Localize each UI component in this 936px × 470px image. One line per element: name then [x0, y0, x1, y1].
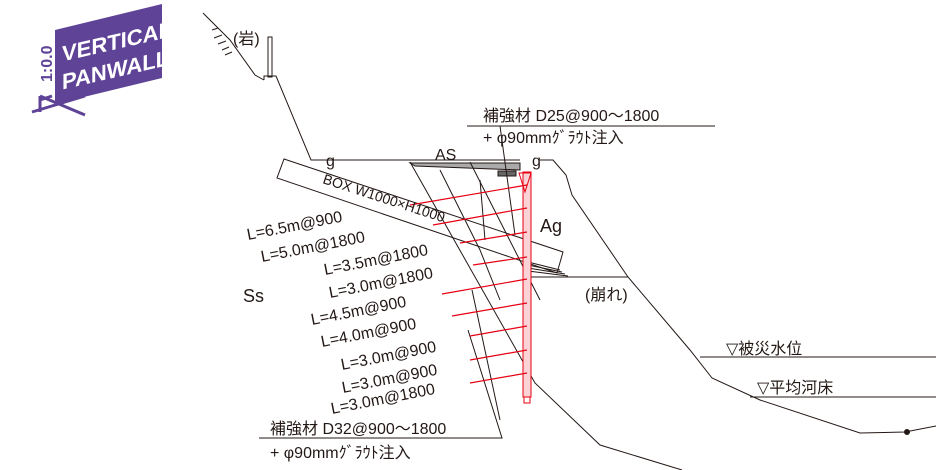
- collapse-label: (崩れ): [585, 286, 628, 304]
- ground-lines: [202, 12, 936, 470]
- as-label: AS: [435, 147, 456, 164]
- anchor-labels: L=6.5m@900L=5.0m@1800L=3.5m@1800L=3.0m@1…: [246, 209, 439, 418]
- callout-bottom-line1: 補強材 D32@900～1800: [270, 420, 446, 438]
- anchor-bar: [469, 325, 528, 337]
- callout-top-line2: + φ90mmｸﾞﾗｳﾄ注入: [483, 129, 624, 147]
- rock-label: (岩): [233, 30, 260, 48]
- ag-label: Ag: [540, 216, 562, 236]
- anchor-bar: [441, 278, 528, 295]
- anchor-bar: [472, 256, 528, 266]
- flood-level-label: ▽被災水位: [726, 340, 802, 358]
- wall: [518, 171, 532, 404]
- riverbed-label: ▽平均河床: [757, 379, 833, 397]
- anchor-bar: [459, 231, 528, 244]
- svg-text:1:0.0: 1:0.0: [39, 45, 56, 82]
- g-left-label: g: [326, 153, 335, 170]
- anchor-bar: [451, 302, 528, 317]
- callout-bottom-line2: + φ90mmｸﾞﾗｳﾄ注入: [270, 444, 411, 462]
- anchor-bar: [409, 184, 528, 206]
- ss-label: Ss: [243, 286, 264, 306]
- anchor-bar: [432, 207, 528, 226]
- callout-top-line1: 補強材 D25@900～1800: [483, 107, 659, 125]
- anchor-bar: [469, 349, 528, 361]
- g-right-label: g: [532, 153, 541, 170]
- anchor-bar: [469, 372, 528, 384]
- vertical-panwall-logo: VERTICAL PANWALL 1:0.0: [31, 4, 172, 117]
- anchors: [409, 184, 528, 384]
